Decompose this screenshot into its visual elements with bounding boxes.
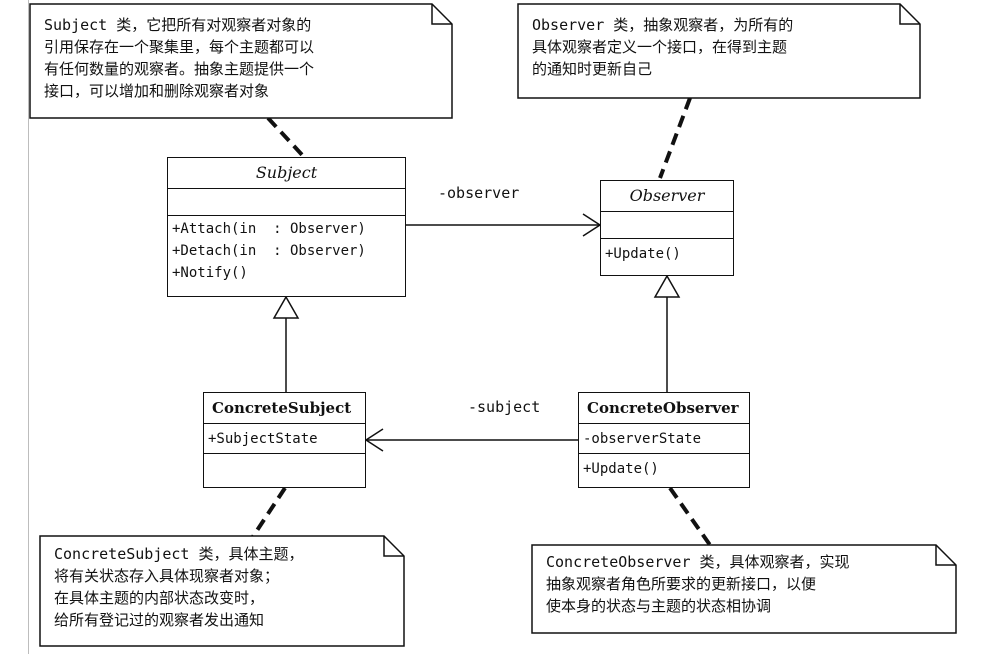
operations-compartment: +Update()	[601, 239, 733, 265]
attributes-compartment	[601, 212, 733, 239]
class-name: Observer	[601, 181, 733, 212]
concrete-observer-note-anchor	[668, 486, 712, 547]
attributes-compartment	[168, 189, 405, 216]
class-name: ConcreteSubject	[204, 393, 365, 424]
operations-compartment: +Update()	[579, 454, 749, 480]
operation: +Update()	[583, 461, 659, 477]
observer-role-label: -observer	[438, 184, 520, 202]
concrete-subject-note: ConcreteSubject 类，具体主题， 将有关状态存入具体现察者对象； …	[39, 535, 405, 647]
observer-class[interactable]: Observer +Update()	[600, 180, 734, 276]
concrete-observer-class[interactable]: ConcreteObserver -observerState +Update(…	[578, 392, 750, 488]
operation: +Notify()	[172, 265, 248, 281]
subject-role-label: -subject	[468, 398, 541, 416]
note-outline	[531, 544, 957, 634]
observer-note-anchor	[658, 97, 692, 179]
attributes-compartment: +SubjectState	[204, 424, 365, 454]
subject-class[interactable]: Subject +Attach(in : Observer) +Detach(i…	[167, 157, 406, 297]
subject-association-arrowhead	[364, 428, 384, 452]
subject-note: Subject 类，它把所有对观察者对象的 引用保存在一个聚集里，每个主题都可以…	[29, 3, 453, 119]
frame-border	[28, 0, 29, 654]
note-outline	[517, 3, 921, 99]
attribute: +SubjectState	[208, 431, 318, 447]
attribute: -observerState	[583, 431, 702, 447]
concrete-subject-note-anchor	[250, 486, 287, 540]
concrete-subject-class[interactable]: ConcreteSubject +SubjectState	[203, 392, 366, 488]
subject-generalization-triangle	[272, 295, 300, 319]
note-outline	[29, 3, 453, 119]
concrete-observer-note-text: ConcreteObserver 类，具体观察者，实现 抽象观察者角色所要求的更…	[546, 553, 850, 615]
concrete-subject-note-text: ConcreteSubject 类，具体主题， 将有关状态存入具体现察者对象； …	[54, 545, 304, 629]
operation: +Detach(in : Observer)	[172, 243, 366, 259]
concrete-observer-note: ConcreteObserver 类，具体观察者，实现 抽象观察者角色所要求的更…	[531, 544, 957, 634]
subject-note-anchor	[266, 116, 307, 160]
attributes-compartment: -observerState	[579, 424, 749, 454]
note-outline	[39, 535, 405, 647]
class-name: ConcreteObserver	[579, 393, 749, 424]
observer-generalization-triangle	[653, 274, 681, 298]
observer-note-text: Observer 类，抽象观察者，为所有的 具体观察者定义一个接口，在得到主题 …	[532, 16, 794, 78]
operations-compartment: +Attach(in : Observer) +Detach(in : Obse…	[168, 216, 405, 284]
operation: +Attach(in : Observer)	[172, 221, 366, 237]
observer-note: Observer 类，抽象观察者，为所有的 具体观察者定义一个接口，在得到主题 …	[517, 3, 921, 99]
class-name: Subject	[168, 158, 405, 189]
operation: +Update()	[605, 246, 681, 262]
subject-note-text: Subject 类，它把所有对观察者对象的 引用保存在一个聚集里，每个主题都可以…	[44, 16, 315, 100]
